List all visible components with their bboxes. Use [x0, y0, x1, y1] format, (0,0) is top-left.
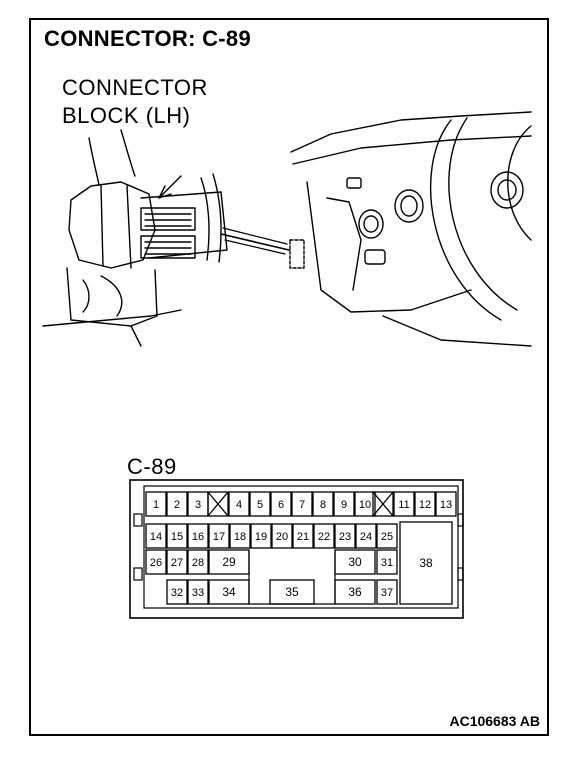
pin-number-32: 32 [171, 587, 183, 599]
pin-number-14: 14 [150, 531, 162, 543]
pin-cavity-26 [145, 549, 167, 575]
pin-cavity-2 [166, 491, 188, 517]
pin-cavity-31 [376, 549, 398, 575]
pin-number-7: 7 [299, 499, 305, 511]
pin-cavity-1 [145, 491, 167, 517]
connector-tab [133, 567, 143, 581]
unused-cavity-cross [207, 491, 229, 517]
connector-housing [129, 479, 464, 619]
pin-cavity-14 [145, 523, 167, 549]
pin-number-25: 25 [381, 531, 393, 543]
location-arrow [220, 227, 305, 269]
pin-cavity-17 [208, 523, 230, 549]
pin-number-4: 4 [236, 499, 242, 511]
block-label-line-1: CONNECTOR [62, 75, 208, 100]
pin-cavity-16 [187, 523, 209, 549]
pin-number-21: 21 [297, 531, 309, 543]
pin-number-13: 13 [440, 499, 452, 511]
pin-cavity-28 [187, 549, 209, 575]
pin-number-23: 23 [339, 531, 351, 543]
reference-code: AC106683 AB [449, 713, 540, 729]
pin-number-15: 15 [171, 531, 183, 543]
unused-cavity-cross [372, 491, 394, 517]
pin-cavity-38 [399, 521, 453, 605]
pin-cavity-18 [229, 523, 251, 549]
pin-number-37: 37 [381, 587, 393, 599]
pin-number-9: 9 [341, 499, 347, 511]
pin-number-29: 29 [222, 555, 236, 569]
pin-number-31: 31 [381, 557, 393, 569]
dashboard-drawing [290, 111, 532, 347]
pin-number-30: 30 [348, 555, 362, 569]
unused-cavity [207, 491, 229, 517]
pin-number-17: 17 [213, 531, 225, 543]
pin-cavity-10 [354, 491, 376, 517]
pin-cavity-22 [313, 523, 335, 549]
pin-number-20: 20 [276, 531, 288, 543]
pin-cavity-33 [187, 579, 209, 605]
pin-number-22: 22 [318, 531, 330, 543]
pin-number-36: 36 [348, 585, 362, 599]
pin-cavity-13 [435, 491, 457, 517]
pin-cavity-37 [376, 579, 398, 605]
pin-cavity-11 [393, 491, 415, 517]
pin-cavity-7 [291, 491, 313, 517]
pin-number-33: 33 [192, 587, 204, 599]
pin-number-26: 26 [150, 557, 162, 569]
pin-number-28: 28 [192, 557, 204, 569]
pin-number-35: 35 [285, 585, 299, 599]
pin-cavity-23 [334, 523, 356, 549]
connector-tab [457, 567, 464, 581]
pin-number-1: 1 [153, 499, 159, 511]
connector-id-label: C-89 [127, 454, 177, 479]
pin-number-5: 5 [257, 499, 263, 511]
pin-cavity-25 [376, 523, 398, 549]
pin-number-34: 34 [222, 585, 236, 599]
pin-cavity-20 [271, 523, 293, 549]
diagram-title: CONNECTOR: C-89 [44, 26, 252, 51]
pin-number-11: 11 [398, 499, 409, 511]
pin-cavity-8 [312, 491, 334, 517]
pin-number-10: 10 [359, 499, 371, 511]
pin-cavity-24 [355, 523, 377, 549]
pin-number-8: 8 [320, 499, 326, 511]
pin-number-38: 38 [419, 556, 433, 570]
connector-tab [133, 513, 143, 527]
pin-number-16: 16 [192, 531, 204, 543]
block-label-line-2: BLOCK (LH) [62, 103, 191, 128]
pin-cavity-9 [333, 491, 355, 517]
pin-number-18: 18 [234, 531, 246, 543]
location-illustration [42, 111, 532, 347]
pin-cavity-12 [414, 491, 436, 517]
pin-cavity-19 [250, 523, 272, 549]
pin-number-6: 6 [278, 499, 284, 511]
connector-tab [457, 513, 464, 527]
connector-block-label: CONNECTOR BLOCK (LH) [62, 74, 208, 130]
pin-number-19: 19 [255, 531, 267, 543]
connector-block-drawing [42, 129, 228, 347]
pin-cavity-15 [166, 523, 188, 549]
pin-number-24: 24 [360, 531, 372, 543]
connector-keyway [248, 550, 336, 605]
pin-cavity-27 [166, 549, 188, 575]
pin-number-3: 3 [195, 499, 201, 511]
connector-inner-outline [143, 485, 459, 609]
pin-number-2: 2 [174, 499, 180, 511]
pin-cavity-4 [228, 491, 250, 517]
pin-cavity-21 [292, 523, 314, 549]
pin-number-12: 12 [419, 499, 431, 511]
pin-number-27: 27 [171, 557, 183, 569]
pin-cavity-32 [166, 579, 188, 605]
unused-cavity [372, 491, 394, 517]
pin-cavity-6 [270, 491, 292, 517]
pin-cavity-5 [249, 491, 271, 517]
